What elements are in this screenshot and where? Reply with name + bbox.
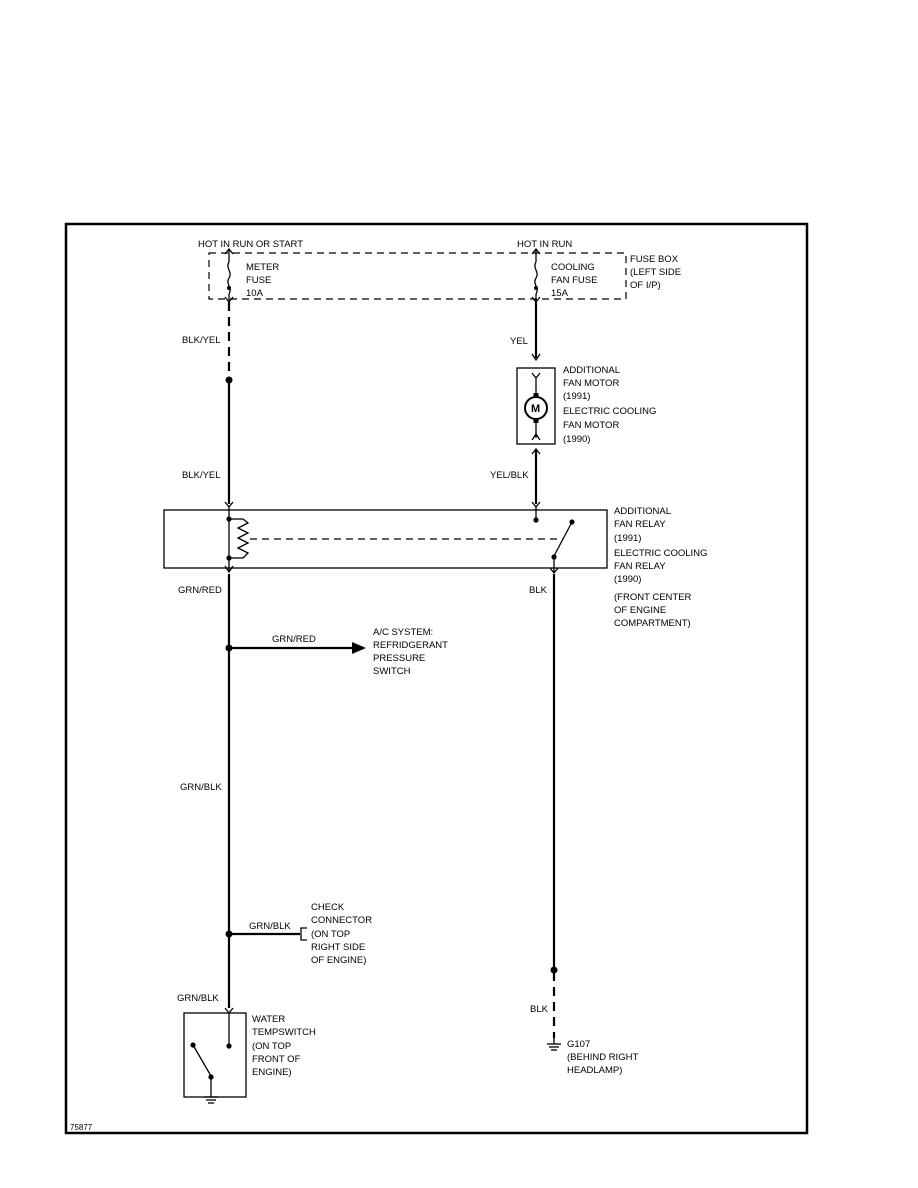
fuse-box-label-2: (LEFT SIDE bbox=[630, 267, 681, 278]
diagram-frame bbox=[64, 222, 809, 1135]
ac-system-label-3: PRESSURE bbox=[373, 653, 425, 664]
wire-label-blk-ground: BLK bbox=[530, 1004, 549, 1015]
water-temp-switch-label-4: FRONT OF bbox=[252, 1054, 301, 1065]
wire-label-grn-blk-branch: GRN/BLK bbox=[249, 921, 291, 932]
cooling-fuse-rating: 15A bbox=[551, 288, 569, 299]
fan-motor-box bbox=[516, 367, 556, 445]
fuse-box-outline bbox=[208, 252, 627, 300]
wire-label-yel-blk: YEL/BLK bbox=[490, 470, 529, 481]
wire-label-yel: YEL bbox=[510, 336, 528, 347]
cooling-fuse-power-label: HOT IN RUN bbox=[517, 239, 572, 250]
motor-label-2: FAN MOTOR bbox=[563, 378, 619, 389]
water-temp-switch-label-3: (ON TOP bbox=[252, 1041, 291, 1052]
check-connector-icon bbox=[300, 927, 307, 941]
motor-label-5: FAN MOTOR bbox=[563, 420, 619, 431]
relay-location-1: (FRONT CENTER bbox=[614, 592, 692, 603]
check-connector-label-1: CHECK bbox=[311, 902, 345, 913]
wire-label-grn-blk-main: GRN/BLK bbox=[180, 782, 222, 793]
ac-system-label-2: REFRIDGERANT bbox=[373, 640, 448, 651]
check-connector-label-4: RIGHT SIDE bbox=[311, 942, 365, 953]
relay-location-2: OF ENGINE bbox=[614, 605, 666, 616]
water-temp-switch-label-2: TEMPSWITCH bbox=[252, 1027, 316, 1038]
check-connector-label-3: (ON TOP bbox=[311, 929, 350, 940]
wire-label-blk-yel-upper: BLK/YEL bbox=[182, 335, 221, 346]
ac-system-label-1: A/C SYSTEM: bbox=[373, 627, 433, 638]
meter-fuse-name-1: METER bbox=[246, 262, 279, 273]
wire-label-blk-relay: BLK bbox=[529, 585, 548, 596]
motor-label-1: ADDITIONAL bbox=[563, 365, 620, 376]
cooling-fuse-name-1: COOLING bbox=[551, 262, 595, 273]
fan-motor-icon: M bbox=[524, 372, 548, 441]
wire-label-grn-red-main: GRN/RED bbox=[178, 585, 222, 596]
cooling-fuse-name-2: FAN FUSE bbox=[551, 275, 597, 286]
relay-box bbox=[163, 509, 608, 569]
relay-label-5: FAN RELAY bbox=[614, 561, 666, 572]
water-temp-switch-label-5: ENGINE) bbox=[252, 1067, 292, 1078]
fuse-box-label-3: OF I/P) bbox=[630, 280, 661, 291]
relay-coil-icon bbox=[224, 501, 250, 574]
relay-label-2: FAN RELAY bbox=[614, 519, 666, 530]
relay-label-3: (1991) bbox=[614, 533, 641, 544]
relay-switch-icon bbox=[531, 501, 575, 575]
water-temp-switch-box bbox=[183, 1012, 247, 1098]
ground-label-1: G107 bbox=[567, 1039, 590, 1050]
check-connector-label-2: CONNECTOR bbox=[311, 915, 372, 926]
cooling-fuse-icon bbox=[531, 247, 541, 304]
diagram-id-code: 75877 bbox=[70, 1123, 93, 1132]
splice-ground bbox=[550, 966, 558, 974]
meter-fuse-rating: 10A bbox=[246, 288, 264, 299]
motor-label-6: (1990) bbox=[563, 434, 590, 445]
ground-label-3: HEADLAMP) bbox=[567, 1065, 622, 1076]
fuse-box-label-1: FUSE BOX bbox=[630, 254, 679, 265]
water-temp-switch-icon bbox=[190, 1007, 234, 1104]
relay-label-1: ADDITIONAL bbox=[614, 506, 671, 517]
motor-symbol: M bbox=[531, 403, 540, 415]
motor-label-3: (1991) bbox=[563, 391, 590, 402]
relay-label-6: (1990) bbox=[614, 574, 641, 585]
wire-label-grn-blk-lower: GRN/BLK bbox=[177, 993, 219, 1004]
meter-fuse-icon bbox=[224, 247, 234, 304]
meter-fuse-power-label: HOT IN RUN OR START bbox=[198, 239, 303, 250]
ac-system-label-4: SWITCH bbox=[373, 666, 411, 677]
meter-fuse-name-2: FUSE bbox=[246, 275, 271, 286]
wire-label-blk-yel-lower: BLK/YEL bbox=[182, 470, 221, 481]
relay-location-3: COMPARTMENT) bbox=[614, 618, 691, 629]
water-temp-switch-label-1: WATER bbox=[252, 1014, 285, 1025]
motor-label-4: ELECTRIC COOLING bbox=[563, 406, 656, 417]
relay-label-4: ELECTRIC COOLING bbox=[614, 548, 707, 559]
ground-label-2: (BEHIND RIGHT bbox=[567, 1052, 638, 1063]
arrow-to-ac-system bbox=[352, 642, 366, 654]
check-connector-label-5: OF ENGINE) bbox=[311, 955, 366, 966]
wire-label-grn-red-branch: GRN/RED bbox=[272, 634, 316, 645]
ground-icon bbox=[547, 1038, 561, 1051]
